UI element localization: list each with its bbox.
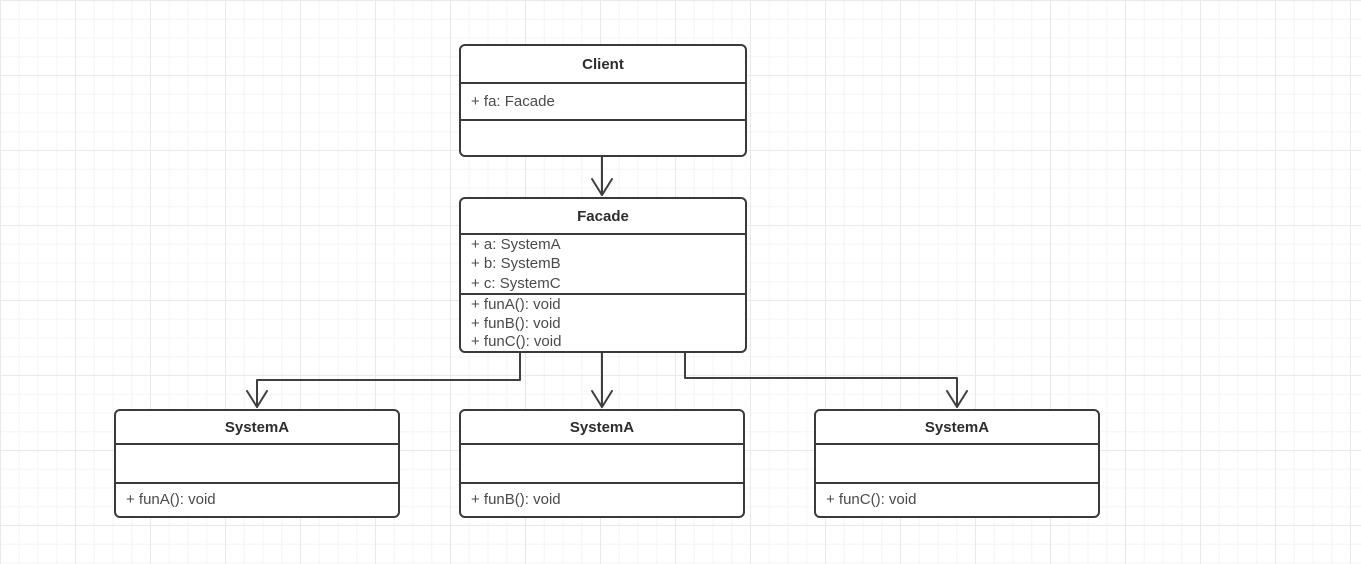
uml-class-facade[interactable]: Facade + a: SystemA + b: SystemB + c: Sy… <box>459 197 747 353</box>
method-line: + funC(): void <box>471 333 562 351</box>
methods-section: + funB(): void <box>461 482 743 516</box>
arrowhead-icon <box>246 390 268 408</box>
connector-facade-to-system-right[interactable] <box>684 352 968 408</box>
method-line: + funB(): void <box>471 491 561 509</box>
attributes-section <box>816 445 1098 482</box>
attribute-line: + c: SystemC <box>471 274 561 292</box>
class-title: SystemA <box>461 411 743 445</box>
arrowhead-icon <box>946 390 968 408</box>
method-line: + funB(): void <box>471 314 561 332</box>
method-line: + funC(): void <box>826 491 917 509</box>
uml-class-client[interactable]: Client + fa: Facade <box>459 44 747 157</box>
attribute-line: + b: SystemB <box>471 255 561 273</box>
uml-class-system-left[interactable]: SystemA + funA(): void <box>114 409 400 518</box>
attributes-section: + fa: Facade <box>461 84 745 119</box>
arrowhead-icon <box>591 390 613 408</box>
uml-class-system-right[interactable]: SystemA + funC(): void <box>814 409 1100 518</box>
class-title: Client <box>461 46 745 84</box>
class-title: SystemA <box>816 411 1098 445</box>
method-line: + funA(): void <box>126 491 216 509</box>
methods-section: + funC(): void <box>816 482 1098 516</box>
attributes-section <box>116 445 398 482</box>
connector-facade-to-system-middle[interactable] <box>591 352 613 408</box>
class-title: SystemA <box>116 411 398 445</box>
attribute-line: + fa: Facade <box>471 92 555 110</box>
methods-section: + funA(): void + funB(): void + funC(): … <box>461 293 745 351</box>
attributes-section <box>461 445 743 482</box>
method-line: + funA(): void <box>471 296 561 313</box>
connector-facade-to-system-left[interactable] <box>246 352 521 408</box>
attributes-section: + a: SystemA + b: SystemB + c: SystemC <box>461 235 745 293</box>
attribute-line: + a: SystemA <box>471 236 561 253</box>
class-title: Facade <box>461 199 745 235</box>
arrowhead-icon <box>591 178 613 196</box>
methods-section: + funA(): void <box>116 482 398 516</box>
methods-section <box>461 119 745 155</box>
connector-client-to-facade[interactable] <box>591 156 613 196</box>
uml-class-system-middle[interactable]: SystemA + funB(): void <box>459 409 745 518</box>
